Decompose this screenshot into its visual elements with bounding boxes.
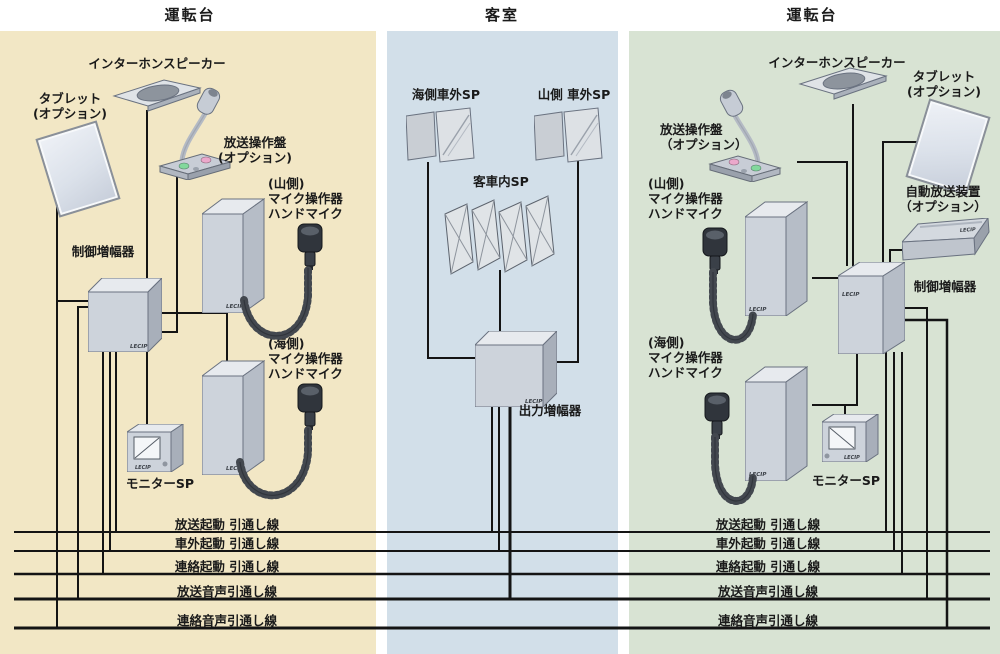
auto-announce-device-icon: LECIP bbox=[902, 218, 990, 261]
label-intercom-speaker: インターホンスピーカー bbox=[88, 56, 226, 71]
brand-logo: LECIP bbox=[226, 466, 243, 472]
bus-label-left-liaison-start: 連絡起動 引通し線 bbox=[174, 559, 280, 574]
label-broadcast-panel: 放送操作盤 （オプション） bbox=[660, 122, 748, 152]
monitor-sp-icon: LECIP bbox=[127, 424, 184, 472]
label-intercom-speaker: インターホンスピーカー bbox=[768, 55, 906, 70]
brand-logo: LECIP bbox=[749, 307, 766, 313]
interior-speakers-icon bbox=[444, 195, 555, 275]
exterior-speaker-sea-icon bbox=[406, 107, 475, 163]
brand-logo: LECIP bbox=[525, 399, 542, 405]
output-amplifier-icon: LECIP bbox=[475, 331, 557, 407]
brand-logo: LECIP bbox=[226, 304, 243, 310]
label-mic-mountain: (山側) マイク操作器 ハンドマイク bbox=[648, 176, 723, 221]
intercom-speaker-icon bbox=[798, 67, 888, 100]
bus-label-right-broadcast-start: 放送起動 引通し線 bbox=[715, 517, 821, 532]
mic-operator-sea-icon: LECIP bbox=[202, 360, 265, 475]
label-monitor-sp: モニターSP bbox=[811, 473, 881, 488]
bus-label-left-exterior-start: 車外起動 引通し線 bbox=[174, 536, 280, 551]
bus-label-left-broadcast-start: 放送起動 引通し線 bbox=[174, 517, 280, 532]
label-interior-sp: 客車内SP bbox=[473, 174, 529, 189]
hand-mic-icon bbox=[702, 227, 728, 274]
bus-label-right-exterior-start: 車外起動 引通し線 bbox=[715, 536, 821, 551]
hand-mic-icon bbox=[704, 392, 730, 439]
section-title-cabin: 客室 bbox=[484, 6, 519, 24]
control-amplifier-icon: LECIP bbox=[838, 262, 905, 354]
hand-mic-icon bbox=[297, 223, 323, 270]
label-exterior-sp-sea: 海側車外SP bbox=[411, 87, 481, 102]
brand-logo: LECIP bbox=[844, 455, 860, 461]
label-mic-sea: (海側) マイク操作器 ハンドマイク bbox=[268, 336, 343, 381]
monitor-sp-icon: LECIP bbox=[822, 414, 879, 462]
mic-operator-mountain-icon: LECIP bbox=[745, 201, 808, 316]
mic-operator-sea-icon: LECIP bbox=[745, 366, 808, 481]
bus-label-left-broadcast-audio: 放送音声引通し線 bbox=[176, 584, 277, 599]
bus-label-right-liaison-start: 連絡起動 引通し線 bbox=[715, 559, 821, 574]
brand-logo: LECIP bbox=[960, 227, 977, 234]
brand-logo: LECIP bbox=[135, 465, 151, 471]
label-tablet: タブレット (オプション) bbox=[907, 69, 981, 99]
label-control-amp: 制御増幅器 bbox=[913, 279, 977, 294]
label-tablet: タブレット (オプション) bbox=[33, 91, 107, 121]
brand-logo: LECIP bbox=[842, 292, 859, 298]
label-broadcast-panel: 放送操作盤 (オプション) bbox=[218, 135, 292, 165]
label-monitor-sp: モニターSP bbox=[125, 476, 195, 491]
bus-label-right-broadcast-audio: 放送音声引通し線 bbox=[717, 584, 818, 599]
label-control-amp: 制御増幅器 bbox=[71, 244, 135, 259]
brand-logo: LECIP bbox=[749, 472, 766, 478]
label-mic-sea: (海側) マイク操作器 ハンドマイク bbox=[648, 335, 723, 380]
hand-mic-icon bbox=[297, 383, 323, 430]
label-exterior-sp-mountain: 山側 車外SP bbox=[537, 87, 611, 102]
label-mic-mountain: (山側) マイク操作器 ハンドマイク bbox=[268, 176, 343, 221]
section-title-right-cab: 運転台 bbox=[786, 6, 838, 24]
broadcast-panel-icon bbox=[158, 87, 232, 180]
label-output-amp: 出力増幅器 bbox=[518, 403, 582, 418]
broadcast-panel-icon bbox=[708, 89, 782, 182]
bus-label-left-liaison-audio: 連絡音声引通し線 bbox=[176, 613, 277, 628]
bus-label-right-liaison-audio: 連絡音声引通し線 bbox=[717, 613, 818, 628]
control-amplifier-icon: LECIP bbox=[88, 278, 162, 352]
intercom-speaker-icon bbox=[112, 79, 202, 112]
section-title-left-cab: 運転台 bbox=[164, 6, 216, 24]
exterior-speaker-mountain-icon bbox=[534, 107, 603, 163]
brand-logo: LECIP bbox=[130, 344, 147, 350]
label-auto-announce: 自動放送装置 （オプション） bbox=[899, 184, 987, 214]
mic-operator-mountain-icon: LECIP bbox=[202, 198, 265, 313]
